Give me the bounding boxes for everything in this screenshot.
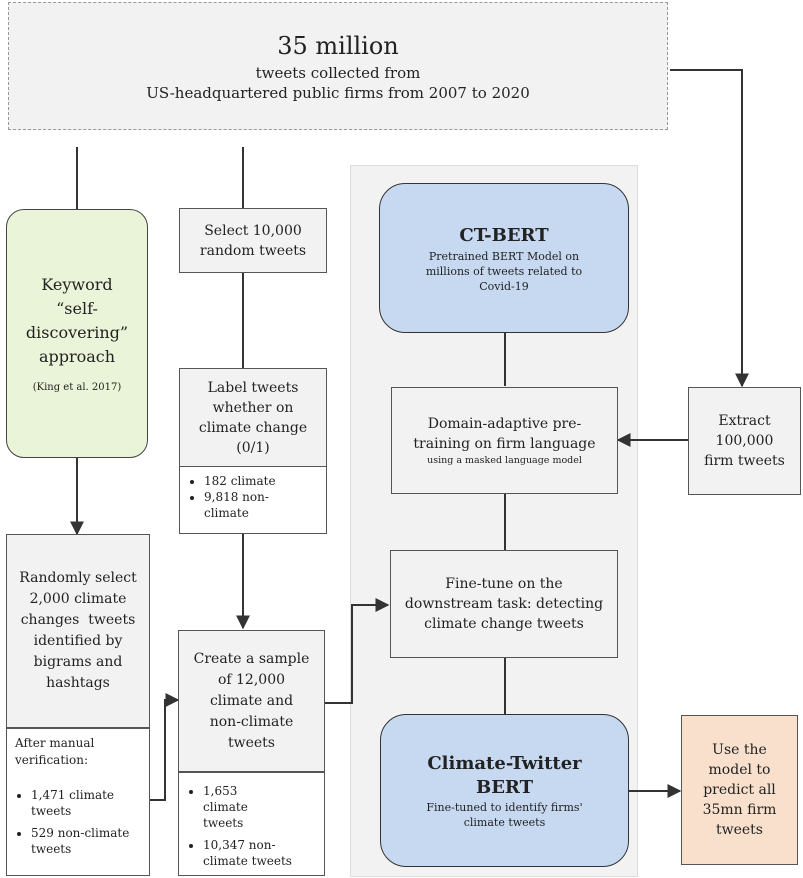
manual-verification-label: After manual verification: — [15, 736, 95, 767]
label-count-climate: 182 climate — [204, 473, 326, 489]
keyword-citation: (King et al. 2017) — [32, 381, 122, 393]
randomly-line-6: hashtags — [46, 675, 110, 691]
keyword-line-1: Keyword — [41, 274, 113, 294]
domain-line-2: training on firm language — [413, 436, 596, 452]
domain-line-3: using a masked language model — [427, 455, 582, 466]
finetune-line-3: climate change tweets — [424, 616, 584, 632]
ctw-title-2: BERT — [476, 776, 533, 798]
ct-bert-line-3: Covid-19 — [479, 279, 529, 293]
extract-line-2: 100,000 — [715, 433, 774, 449]
keyword-approach-box: Keyword “self- discovering” approach (Ki… — [6, 209, 148, 458]
label-counts-box: 182 climate 9,818 non-climate — [179, 466, 327, 534]
finetune-line-1: Fine-tune on the — [445, 576, 563, 592]
label-line-1: Label tweets — [207, 379, 299, 396]
connector-randomly-to-sample — [150, 693, 180, 801]
sample-line-1: Create a sample — [193, 650, 310, 667]
predict-line-4: 35mn firm — [702, 802, 777, 818]
randomly-line-2: 2,000 climate — [29, 591, 127, 607]
ctw-title-1: Climate-Twitter — [427, 752, 582, 774]
predict-line-3: predict all — [703, 782, 776, 798]
domain-line-1: Domain-adaptive pre- — [427, 416, 582, 432]
sample-line-3: climate and — [209, 692, 294, 709]
randomly-line-4: identified by — [33, 633, 123, 649]
predict-all-tweets-box: Use the model to predict all 35mn firm t… — [681, 715, 798, 865]
randomly-line-5: bigrams and — [33, 654, 123, 670]
manual-verification-box: After manual verification: 1,471 climate… — [6, 728, 150, 876]
label-line-4: (0/1) — [236, 439, 270, 456]
ct-bert-title: CT-BERT — [459, 224, 549, 246]
create-sample-box: Create a sample of 12,000 climate and no… — [178, 630, 325, 772]
ctw-line-2: climate tweets — [463, 815, 546, 829]
finetune-line-2: downstream task: detecting — [404, 596, 604, 612]
ct-bert-line-1: Pretrained BERT Model on — [428, 249, 580, 263]
keyword-line-2: “self- — [56, 298, 98, 318]
sample-count-nonclimate: 10,347 non-climate tweets — [203, 837, 299, 869]
sample-count-climate: 1,653 climate tweets — [203, 783, 283, 831]
verified-climate-count: 1,471 climate tweets — [31, 787, 143, 819]
select-line-2: random tweets — [199, 242, 307, 259]
select-random-tweets-box: Select 10,000 random tweets — [179, 208, 327, 273]
label-tweets-box: Label tweets whether on climate change (… — [179, 368, 327, 467]
randomly-line-3: changes tweets — [20, 612, 136, 628]
predict-line-1: Use the — [712, 742, 767, 758]
randomly-select-box: Randomly select 2,000 climate changes tw… — [6, 534, 150, 728]
label-line-2: whether on — [212, 399, 294, 416]
fine-tune-box: Fine-tune on the downstream task: detect… — [390, 550, 618, 658]
tweets-collected-box: 35 million tweets collected from US-head… — [8, 2, 668, 130]
climate-twitter-bert-box: Climate-Twitter BERT Fine-tuned to ident… — [380, 714, 629, 867]
sample-line-4: non-climate — [209, 713, 294, 730]
label-line-3: climate change — [198, 419, 308, 436]
domain-adaptive-box: Domain-adaptive pre- training on firm la… — [391, 387, 618, 494]
extract-line-3: firm tweets — [704, 453, 785, 469]
tweets-source-line: US-headquartered public firms from 2007 … — [146, 84, 530, 102]
sample-line-5: tweets — [228, 734, 275, 751]
randomly-line-1: Randomly select — [19, 570, 137, 586]
predict-line-5: tweets — [716, 822, 763, 838]
keyword-line-3: discovering” — [25, 322, 129, 342]
predict-line-2: model to — [708, 762, 771, 778]
extract-tweets-box: Extract 100,000 firm tweets — [688, 387, 801, 495]
tweets-collected-line: tweets collected from — [255, 64, 421, 82]
extract-line-1: Extract — [718, 413, 771, 429]
label-count-nonclimate: 9,818 non-climate — [204, 489, 284, 521]
connector-top-to-extract — [670, 69, 749, 388]
sample-line-2: of 12,000 — [217, 671, 286, 688]
ct-bert-box: CT-BERT Pretrained BERT Model on million… — [379, 183, 629, 333]
connector-sample-to-finetune — [325, 598, 390, 704]
ctw-line-1: Fine-tuned to identify firms' — [426, 800, 583, 814]
select-line-1: Select 10,000 — [204, 222, 302, 239]
ct-bert-line-2: millions of tweets related to — [425, 264, 583, 278]
verified-nonclimate-count: 529 non-climate tweets — [31, 825, 143, 857]
sample-counts-box: 1,653 climate tweets 10,347 non-climate … — [178, 772, 325, 876]
keyword-line-4: approach — [38, 346, 116, 366]
tweets-count-headline: 35 million — [277, 32, 399, 60]
